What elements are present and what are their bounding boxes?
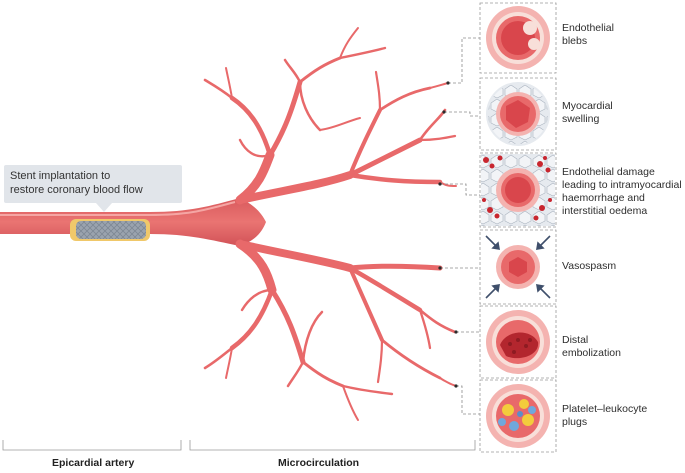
panel-label-damage: Endothelial damage leading to intramyoca…	[562, 166, 682, 217]
callout-line: restore coronary blood flow	[10, 184, 143, 196]
swelling-panel-graphic	[486, 82, 550, 146]
connector-dots	[438, 81, 458, 388]
bottom-brackets	[2, 440, 476, 451]
stent-graphic	[70, 219, 150, 241]
panel-connectors	[440, 37, 480, 415]
panel-label-swelling: Myocardial swelling	[562, 100, 613, 125]
panel-label-embolization: Distal embolization	[562, 334, 621, 359]
panel-frames	[479, 2, 557, 453]
callout-pointer	[96, 203, 112, 212]
damage-panel-graphic	[481, 154, 555, 226]
embolization-panel-graphic	[486, 310, 550, 374]
stent-callout: Stent implantation to restore coronary b…	[4, 165, 182, 203]
microvascular-tree-lower	[203, 239, 457, 421]
panel-label-plugs: Platelet–leukocyte plugs	[562, 403, 648, 428]
vasospasm-panel-graphic	[485, 235, 551, 299]
microvascular-tree-upper	[203, 27, 457, 205]
callout-line: Stent implantation to	[10, 170, 111, 182]
blebs-panel-graphic	[486, 6, 550, 70]
panel-label-blebs: Endothelial blebs	[562, 22, 614, 47]
plugs-panel-graphic	[486, 384, 550, 448]
epicardial-artery-label: Epicardial artery	[52, 457, 135, 469]
microcirculation-label: Microcirculation	[278, 457, 360, 469]
panel-label-vasospasm: Vasospasm	[562, 260, 617, 272]
